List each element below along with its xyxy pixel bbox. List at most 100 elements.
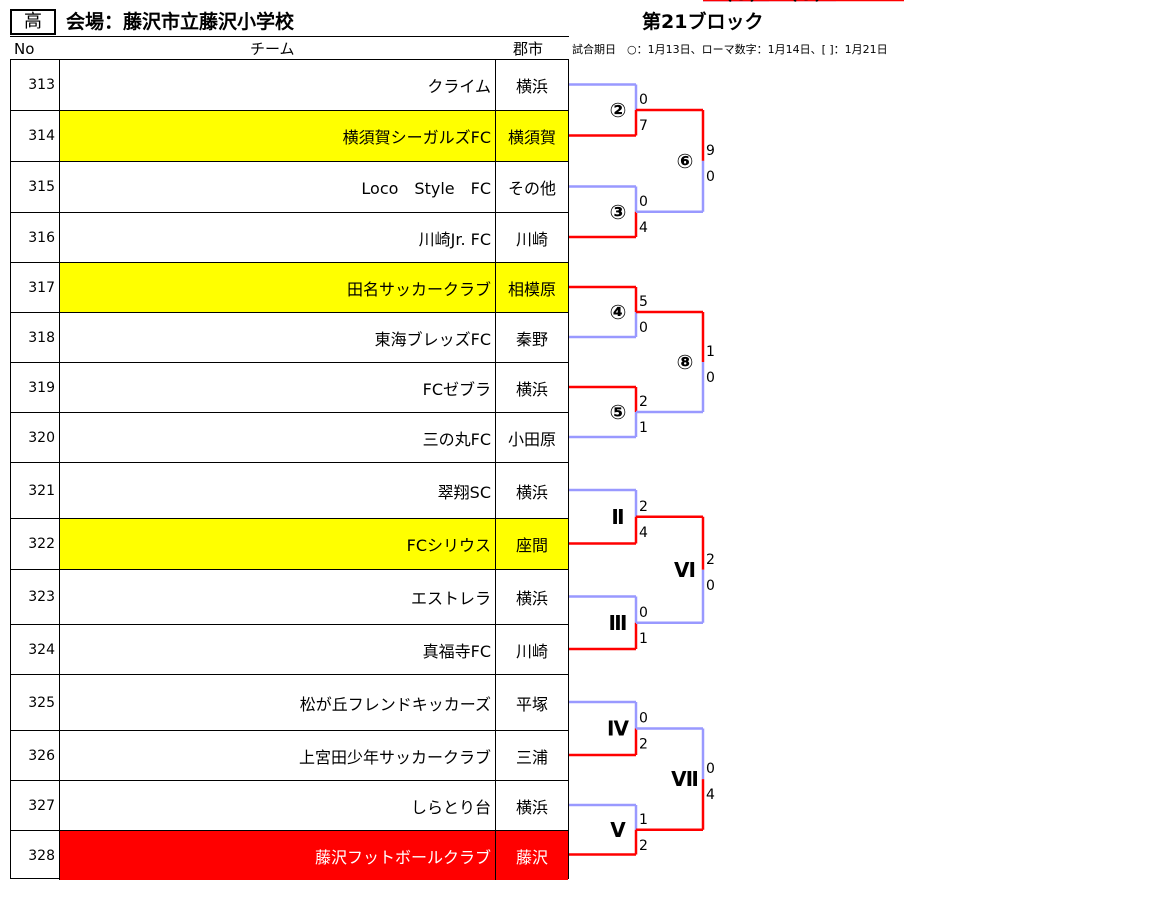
date-legend: 試合期日 ○：1月13日、ローマ数字：1月14日、[ ]：1月21日 — [572, 43, 888, 56]
match-score: 2 — [639, 737, 648, 753]
team-number: 321 — [11, 463, 60, 518]
match-score: 1 — [639, 631, 648, 647]
team-name: Loco Style FC — [60, 162, 496, 212]
team-name: 藤沢フットボールクラブ — [60, 831, 496, 880]
team-number: 319 — [11, 363, 60, 412]
match-label: （３） — [714, 0, 768, 5]
match-score: 0PK4 — [839, 0, 875, 4]
match-score: 4 — [706, 787, 715, 803]
column-header-city: 郡市 — [513, 40, 544, 58]
match-label: ⑥ — [677, 149, 694, 173]
match-score: 0 — [706, 761, 715, 777]
team-name: 松が丘フレンドキッカーズ — [60, 675, 496, 730]
team-name: 東海ブレッズFC — [60, 313, 496, 362]
match-label: （５） — [779, 0, 833, 5]
team-city: 座間 — [496, 519, 568, 569]
match-score: 4 — [639, 220, 648, 236]
match-score: 0 — [639, 605, 648, 621]
team-name: エストレラ — [60, 570, 496, 624]
match-score: 2 — [706, 552, 715, 568]
match-label: Ⅶ — [671, 767, 699, 791]
team-city: 横浜 — [515, 797, 548, 817]
team-city: 川崎 — [515, 229, 548, 249]
block-title: 第21ブロック — [642, 11, 764, 33]
team-city: 相模原 — [496, 263, 568, 312]
team-city: 秦野 — [515, 329, 548, 349]
team-name: しらとり台 — [60, 781, 496, 830]
header-rule — [10, 36, 569, 37]
team-number: 324 — [11, 625, 60, 674]
team-city: 横須賀 — [496, 111, 568, 161]
team-city: 三浦 — [515, 747, 548, 767]
team-name: FCシリウス — [60, 519, 496, 569]
match-label: ③ — [610, 200, 627, 224]
match-label: （２） — [714, 0, 768, 5]
team-city: 横浜 — [515, 379, 548, 399]
team-city: 横浜 — [515, 589, 548, 608]
match-score: 1 — [639, 812, 648, 828]
team-name: 川崎Jr. FC — [60, 213, 496, 262]
match-score: 2 — [639, 499, 648, 515]
team-number: 313 — [11, 60, 60, 110]
match-score: 4 — [639, 525, 648, 541]
match-score: 0PK3 — [839, 0, 874, 4]
match-score: 4 — [772, 0, 781, 4]
match-score: 7 — [639, 118, 648, 134]
team-number: 327 — [11, 781, 60, 830]
team-city: 横浜 — [515, 77, 548, 96]
match-label: Ⅵ — [674, 558, 696, 582]
team-number: 323 — [11, 570, 60, 624]
match-score: 0 — [639, 194, 648, 210]
team-city: その他 — [507, 179, 556, 198]
team-number: 326 — [11, 731, 60, 780]
match-score: 0 — [639, 711, 648, 727]
match-score: 2 — [639, 838, 648, 854]
team-name: 田名サッカークラブ — [60, 263, 496, 312]
team-name: 翠翔SC — [60, 463, 496, 518]
team-name: 真福寺FC — [60, 625, 496, 674]
venue-title: 会場：藤沢市立藤沢小学校 — [66, 11, 295, 33]
team-name: クライム — [60, 60, 496, 110]
team-name: 上宮田少年サッカークラブ — [60, 731, 496, 780]
match-score: 2PK1 — [772, 0, 807, 4]
match-label: Ⅲ — [609, 611, 628, 635]
match-score: 1 — [706, 344, 715, 360]
team-number: 320 — [11, 413, 60, 462]
team-number: 322 — [11, 519, 60, 569]
team-number: 316 — [11, 213, 60, 262]
match-label: Ⅴ — [610, 818, 626, 842]
match-score: 0 — [639, 320, 648, 336]
team-city: 平塚 — [515, 694, 548, 714]
team-name: 横須賀シーガルズFC — [60, 111, 496, 161]
match-score: 0 — [706, 169, 715, 185]
column-header-team: チーム — [250, 40, 295, 58]
grade-box: 高 — [10, 9, 56, 35]
match-score: 2 — [639, 394, 648, 410]
column-header-no: No — [14, 40, 35, 58]
team-number: 325 — [11, 675, 60, 730]
match-score: 5 — [639, 294, 648, 310]
team-city: 川崎 — [515, 641, 548, 661]
match-label: ⑧ — [677, 350, 694, 374]
team-name: FCゼブラ — [60, 363, 496, 412]
team-number: 328 — [11, 831, 60, 880]
match-label: ④ — [610, 300, 627, 324]
team-city: 小田原 — [507, 429, 556, 449]
match-score: 2PK3 — [772, 0, 807, 4]
match-label: Ⅳ — [607, 717, 629, 741]
team-number: 315 — [11, 162, 60, 212]
match-score: 0 — [639, 92, 648, 108]
match-label: Ⅱ — [611, 505, 624, 529]
